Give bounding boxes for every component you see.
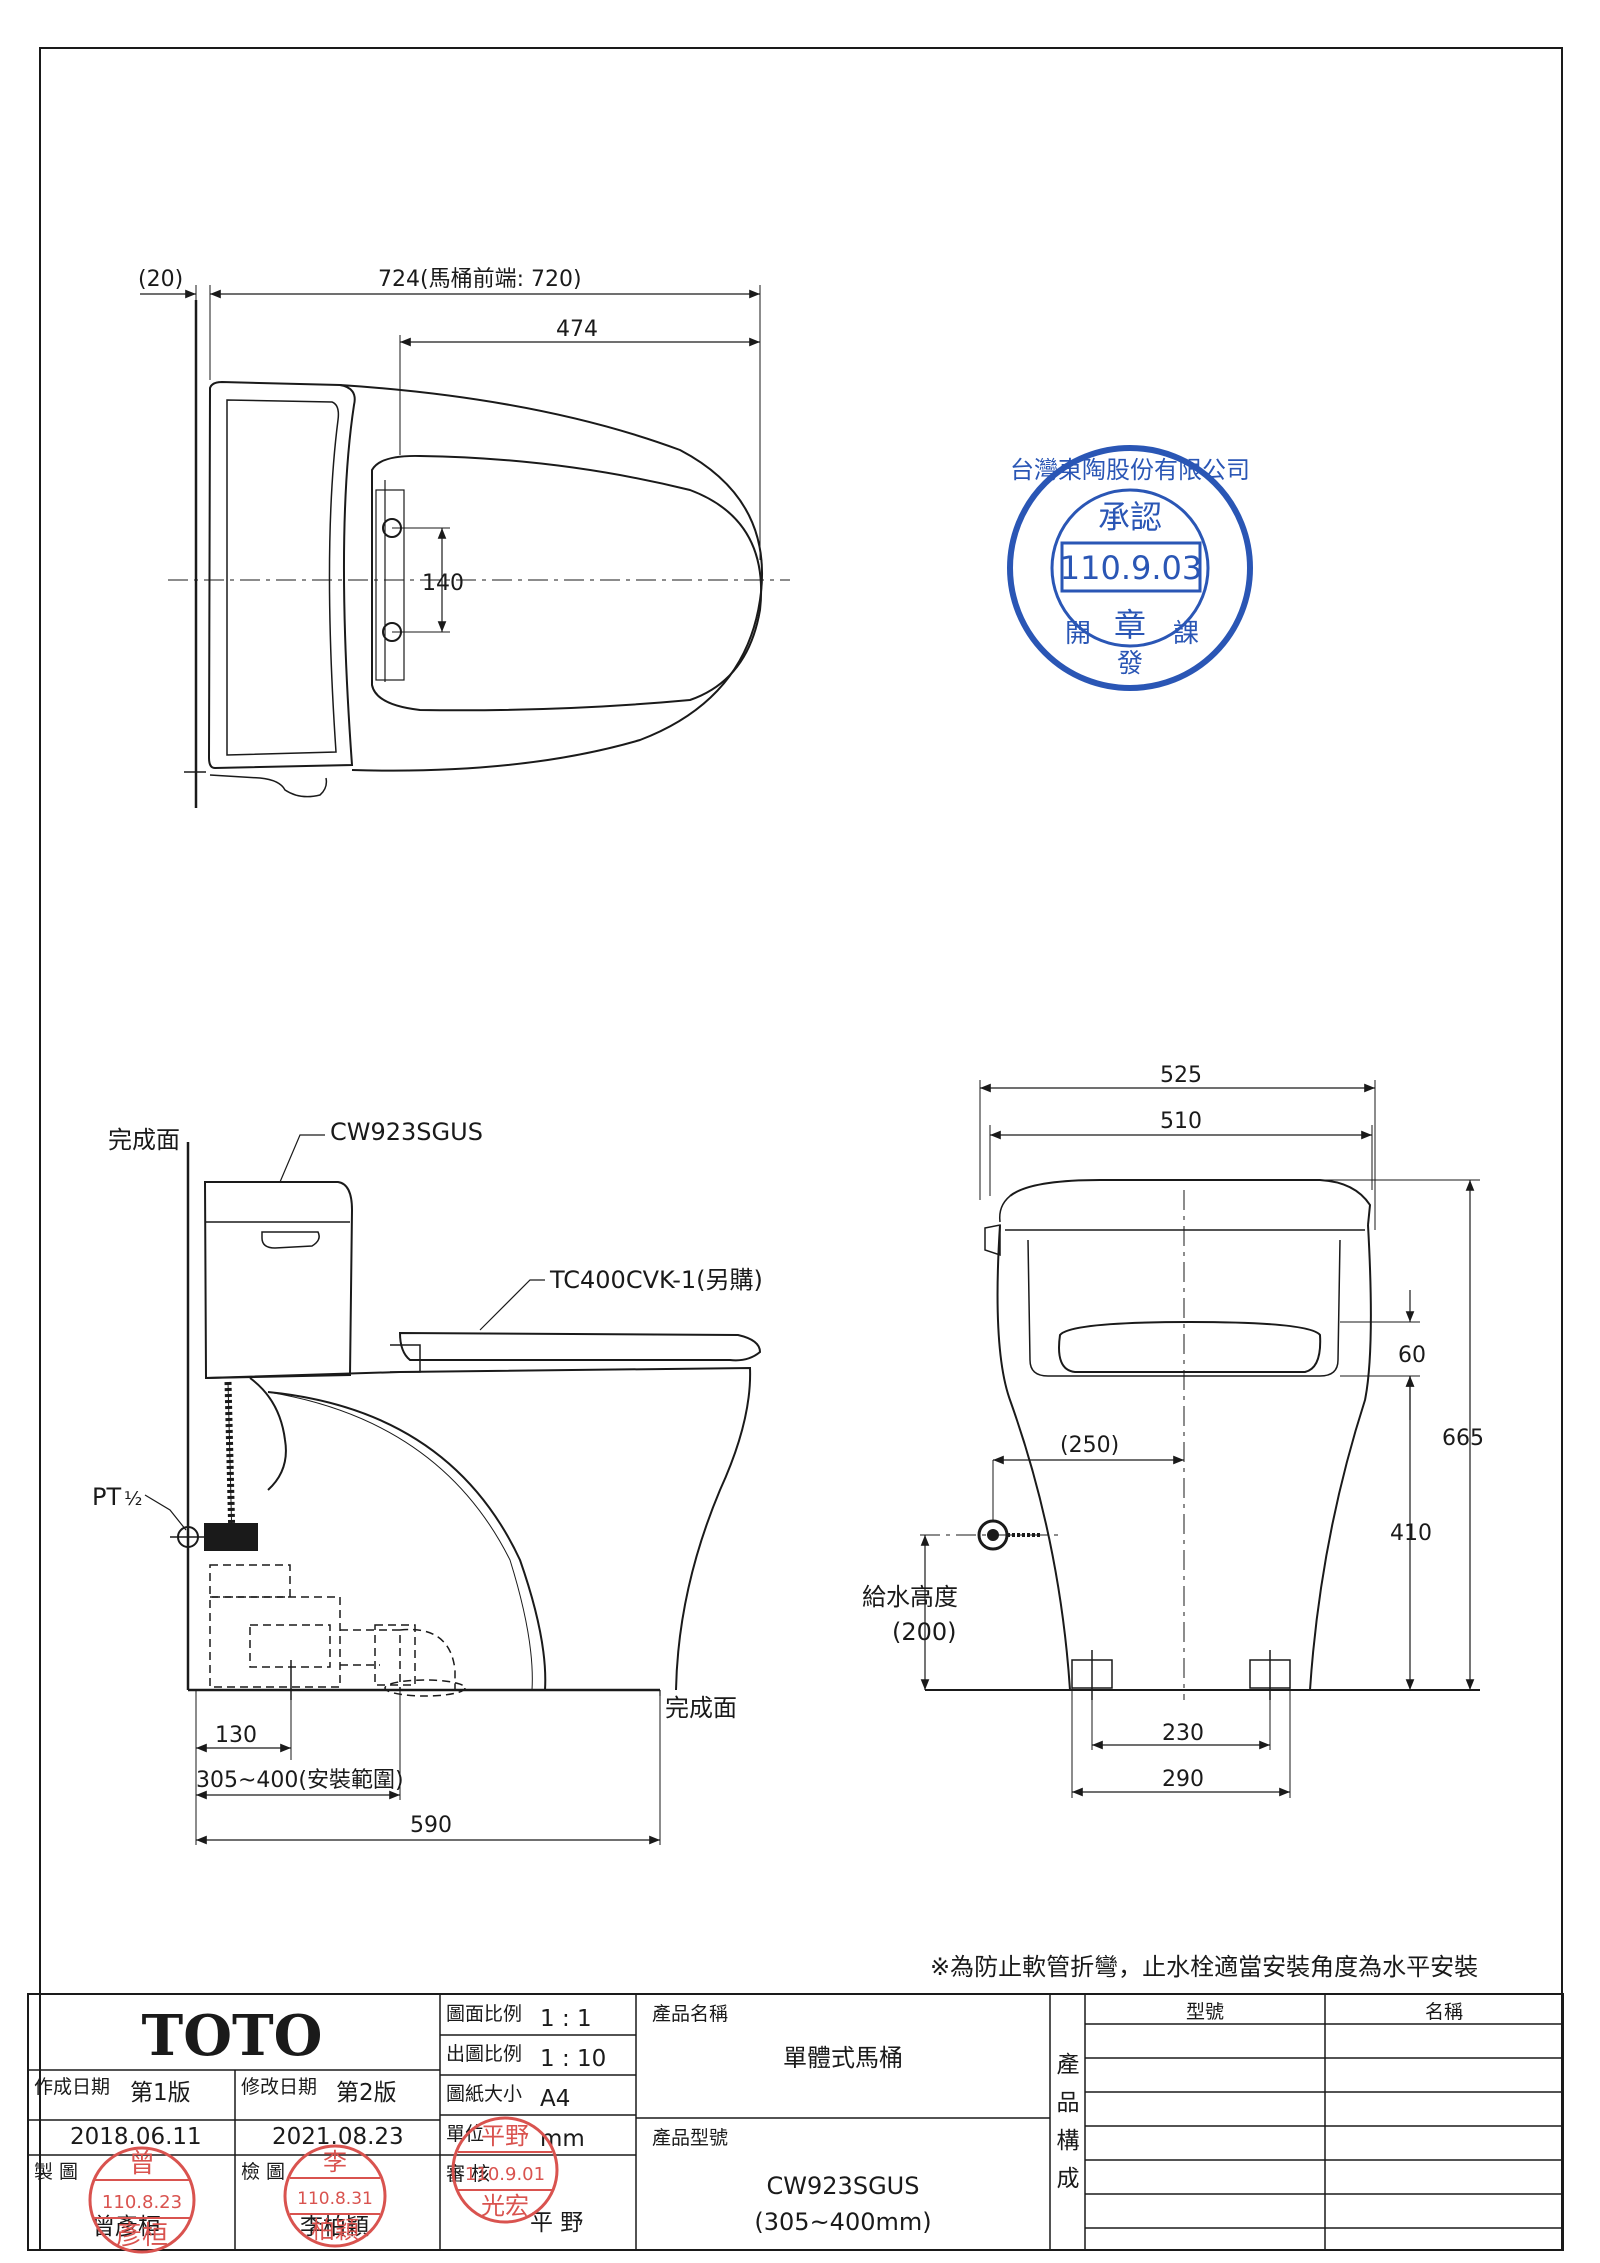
drawn-label: 製 圖	[34, 2161, 78, 2183]
scale-label: 圖面比例	[446, 2003, 522, 2025]
svg-text:110.8.31: 110.8.31	[297, 2189, 373, 2209]
installation-note: ※為防止軟管折彎，止水栓適當安裝角度為水平安裝	[930, 1953, 1478, 1981]
svg-text:光宏: 光宏	[481, 2192, 529, 2220]
stamp-dept-mid: 發	[1117, 649, 1143, 679]
revised-label: 修改日期	[241, 2076, 317, 2098]
svg-text:曾: 曾	[129, 2149, 155, 2179]
review-stamp: 平野 110.9.01 光宏	[451, 2116, 559, 2224]
sheet-border	[39, 47, 1563, 2251]
dim-140: 140	[422, 571, 464, 596]
reviewer-name: 平 野	[530, 2210, 583, 2236]
dim-665: 665	[1442, 1426, 1484, 1451]
checker-name: 李柏穎	[300, 2214, 369, 2240]
title-block	[27, 1993, 1564, 2251]
paper-label: 圖紙大小	[446, 2083, 522, 2105]
dim-range: 305~400(安裝範圍)	[196, 1768, 404, 1793]
stamp-title: 承認	[1098, 498, 1162, 536]
checked-label: 檢 圖	[241, 2161, 285, 2183]
product-name: 單體式馬桶	[783, 2044, 903, 2072]
front-view	[920, 1080, 1480, 1798]
col-model-header: 型號	[1186, 2001, 1224, 2023]
supply-height-value: (200)	[892, 1618, 957, 1646]
print-scale-label: 出圖比例	[446, 2043, 522, 2065]
supply-height-label: 給水高度	[862, 1583, 958, 1611]
seat-label: TC400CVK-1(另購)	[549, 1266, 763, 1294]
product-name-label: 產品名稱	[652, 2003, 728, 2025]
created-label: 作成日期	[34, 2076, 110, 2098]
composition-label-3: 構	[1057, 2128, 1080, 2154]
svg-text:平野: 平野	[481, 2122, 529, 2150]
stamp-dept-right: 課	[1173, 619, 1199, 649]
side-view	[144, 1134, 762, 1845]
scale-value: 1 : 1	[540, 2006, 592, 2032]
dim-590: 590	[410, 1813, 452, 1838]
finish-surface-floor: 完成面	[665, 1694, 737, 1722]
model-label: CW923SGUS	[330, 1118, 483, 1146]
product-model: CW923SGUS	[767, 2172, 920, 2200]
product-model-label: 產品型號	[652, 2127, 728, 2149]
svg-text:柏穎: 柏穎	[311, 2216, 359, 2244]
created-version: 第1版	[130, 2080, 191, 2106]
pt-label: PT	[92, 1483, 121, 1511]
dim-510: 510	[1160, 1109, 1202, 1134]
svg-text:110.8.23: 110.8.23	[102, 2192, 182, 2213]
dim-474: 474	[556, 317, 598, 342]
checker-stamp: 李 110.8.31 柏穎	[283, 2144, 387, 2248]
paper-value: A4	[540, 2086, 570, 2112]
pt-fraction: ½	[124, 1488, 142, 1510]
product-model-range: (305~400mm)	[754, 2208, 931, 2236]
composition-label-2: 品	[1057, 2090, 1080, 2116]
dim-525: 525	[1160, 1063, 1202, 1088]
dim-130: 130	[215, 1723, 257, 1748]
stamp-seal: 章	[1114, 606, 1146, 644]
dim-724: 724(馬桶前端: 720)	[378, 267, 582, 292]
revised-version: 第2版	[336, 2080, 397, 2106]
svg-text:李: 李	[323, 2148, 347, 2176]
composition-label-4: 成	[1057, 2166, 1080, 2192]
dim-20: (20)	[138, 267, 183, 292]
stamp-company: 台灣東陶股份有限公司	[1010, 456, 1250, 484]
top-view	[140, 285, 790, 808]
dim-410: 410	[1390, 1521, 1432, 1546]
approval-stamp: 台灣東陶股份有限公司 承認 110.9.03 章 開 發 課	[1007, 445, 1253, 691]
print-scale-value: 1 : 10	[540, 2046, 606, 2072]
dim-290: 290	[1162, 1767, 1204, 1792]
dim-230: 230	[1162, 1721, 1204, 1746]
toto-logo: TOTO	[142, 2003, 323, 2069]
stamp-dept-left: 開	[1065, 619, 1091, 649]
created-date: 2018.06.11	[70, 2124, 202, 2150]
drawer-stamp: 曾 110.8.23 彥桓	[88, 2146, 196, 2254]
finish-surface-wall: 完成面	[108, 1126, 180, 1154]
dim-60: 60	[1398, 1343, 1426, 1368]
svg-text:110.9.01: 110.9.01	[465, 2164, 545, 2185]
composition-label-1: 產	[1057, 2052, 1080, 2078]
svg-text:彥桓: 彥桓	[116, 2221, 168, 2251]
col-name-header: 名稱	[1425, 2001, 1463, 2023]
review-label: 審 核	[446, 2163, 490, 2185]
stamp-date: 110.9.03	[1060, 549, 1203, 587]
dim-250: (250)	[1060, 1433, 1119, 1458]
